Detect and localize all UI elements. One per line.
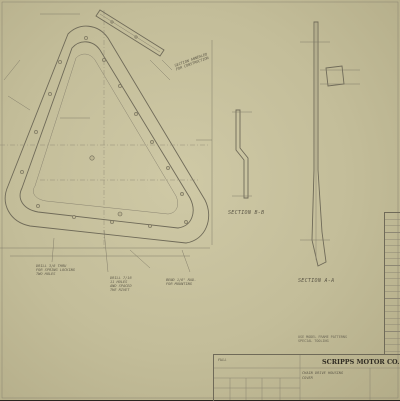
drawing-description: CHAIN DRIVE HOUSING COVER <box>302 371 344 380</box>
dimension-lines <box>0 13 213 273</box>
revision-panel <box>384 212 400 355</box>
section-a-a-view <box>300 21 360 267</box>
bottom-note-mid: DRILL 7/16 11 HOLES AND SPACED THE RIVET <box>110 276 132 292</box>
title-block-grid <box>213 354 400 400</box>
section-b-b-view <box>232 109 252 199</box>
detail-bar <box>95 9 173 71</box>
scale-value: FULL <box>218 358 227 362</box>
title-block: USE MODEL FRAME PATTERNS SPECIAL TOOLING… <box>213 335 400 401</box>
company-name: SCRIPPS MOTOR CO. <box>322 358 400 366</box>
triangular-frame <box>4 25 210 244</box>
title-block-stamp: USE MODEL FRAME PATTERNS SPECIAL TOOLING <box>298 335 347 343</box>
centerlines <box>0 10 210 250</box>
section-a-a-label: SECTION A-A <box>298 278 335 284</box>
frame-holes <box>20 36 188 228</box>
bottom-note-right: BEND 1/8" RAD. FOR MOUNTING <box>166 278 197 286</box>
section-b-b-label: SECTION B-B <box>228 210 265 216</box>
bottom-note-left: DRILL 3/8 THRU FOR SPRING LOCKING TWO HO… <box>36 264 75 276</box>
